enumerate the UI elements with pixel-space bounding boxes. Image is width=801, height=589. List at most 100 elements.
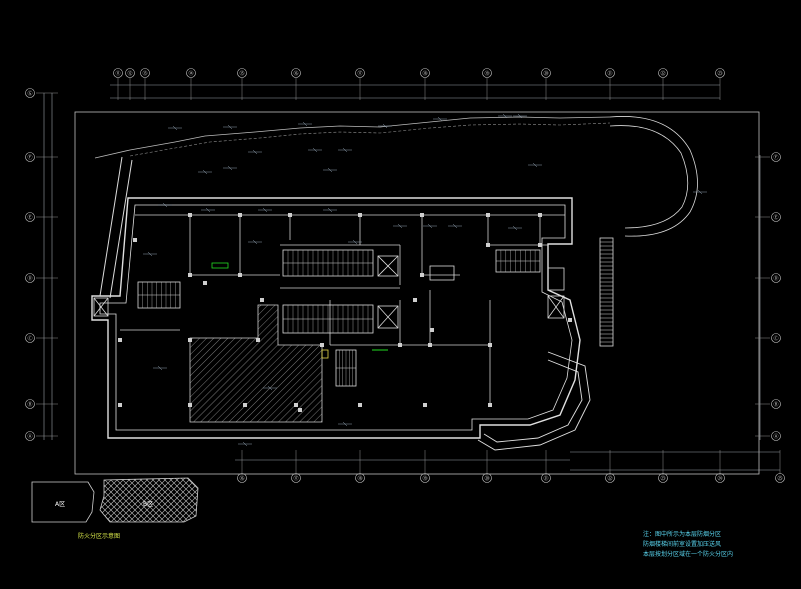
grid-bubble-top-label: ⑬	[142, 70, 147, 77]
grid-bubble-top-label: ⑳	[543, 70, 548, 77]
dimension-lines	[43, 84, 780, 471]
grid-bubble-left-label: Ⓑ	[27, 401, 32, 408]
grid-bubble-top-label: ⑰	[357, 70, 362, 77]
grid-bubble-top: ㉒	[658, 68, 668, 78]
grid-bubble-top: ⑯	[291, 68, 301, 78]
grid-bubble-right-label: Ⓕ	[773, 154, 778, 161]
grid-bubble-bottom-label: ㉕	[777, 475, 782, 482]
grid-bubble-top: ⑬	[140, 68, 150, 78]
grid-bubble-left-label: Ⓐ	[27, 433, 32, 440]
note-line-2: 防烟楼梯间前室设置加压送风	[643, 541, 722, 548]
external-stair-right	[599, 237, 614, 347]
grid-bubble-bottom-label: ⑲	[422, 475, 427, 482]
grid-bubble-left: Ⓐ	[25, 431, 35, 441]
grid-axes-bottom: ⑯ ⑰ ⑱ ⑲ ⑳ ㉑ ㉒ ㉓ ㉔ ㉕	[237, 450, 785, 483]
grid-bubble-bottom-label: ⑳	[484, 475, 489, 482]
grid-bubble-left-label: Ⓖ	[27, 90, 32, 97]
grid-bubble-top: ⑮	[237, 68, 247, 78]
site-boundary-north-2	[129, 122, 611, 157]
grid-bubble-top: ㉓	[715, 68, 725, 78]
grid-bubble-right-label: Ⓐ	[773, 433, 778, 440]
grid-bubble-bottom-label: ㉑	[543, 475, 548, 482]
legend-diagram	[31, 477, 199, 523]
grid-bubble-bottom: ㉑	[541, 473, 551, 483]
grid-axes-left: Ⓖ Ⓕ Ⓔ Ⓓ Ⓒ Ⓑ Ⓐ	[25, 88, 58, 441]
grid-bubble-bottom: ⑳	[482, 473, 492, 483]
structural-columns	[118, 213, 572, 412]
grid-bubble-right: Ⓐ	[771, 431, 781, 441]
grid-bubble-left: Ⓖ	[25, 88, 35, 98]
grid-bubble-top-label: ⑱	[422, 70, 427, 77]
legend-zone-b-label: B区	[143, 501, 154, 508]
grid-bubble-right: Ⓓ	[771, 273, 781, 283]
grid-bubble-right: Ⓒ	[771, 333, 781, 343]
legend-caption: 防火分区示意图	[78, 533, 121, 540]
grid-bubble-left-label: Ⓒ	[27, 335, 32, 342]
grid-bubble-bottom: ㉔	[715, 473, 725, 483]
grid-bubble-bottom: ⑯	[237, 473, 247, 483]
grid-bubble-left: Ⓓ	[25, 273, 35, 283]
grid-bubble-top-label: ⑫	[127, 70, 132, 77]
grid-bubble-bottom: ⑲	[420, 473, 430, 483]
grid-bubble-top-label: ⑲	[484, 70, 489, 77]
grid-bubble-bottom: ⑰	[291, 473, 301, 483]
marker-yellow	[321, 349, 329, 359]
elevators	[93, 255, 565, 329]
west-diagonal-wall	[99, 156, 133, 299]
note-line-1: 注：图中所示为本层防烟分区	[643, 531, 722, 538]
grid-bubble-top: ㉑	[605, 68, 615, 78]
grid-bubble-right: Ⓔ	[771, 212, 781, 222]
grid-bubble-bottom: ㉕	[775, 473, 785, 483]
site-boundary-north	[94, 116, 611, 159]
grid-bubble-top: ⑲	[482, 68, 492, 78]
grid-bubble-top: ⑳	[541, 68, 551, 78]
grid-bubble-left-label: Ⓓ	[27, 275, 32, 282]
grid-bubble-top-label: ⑪	[115, 70, 120, 77]
grid-bubble-left-label: Ⓕ	[27, 154, 32, 161]
grid-bubble-bottom-label: ㉒	[607, 475, 612, 482]
stair	[495, 249, 541, 273]
grid-bubble-right-label: Ⓒ	[773, 335, 778, 342]
grid-bubble-right: Ⓕ	[771, 152, 781, 162]
grid-bubble-top-label: ㉑	[607, 70, 612, 77]
grid-bubble-top: ⑪	[113, 68, 123, 78]
grid-bubble-bottom: ⑱	[355, 473, 365, 483]
grid-bubble-right-label: Ⓓ	[773, 275, 778, 282]
grid-bubble-top: ⑰	[355, 68, 365, 78]
stair-cores	[137, 249, 541, 387]
drawing-notes: 注：图中所示为本层防烟分区 防烟楼梯间前室设置加压送风 本层按划分区域在一个防火…	[643, 530, 733, 560]
grid-bubble-left: Ⓑ	[25, 399, 35, 409]
grid-bubble-top-label: ㉒	[660, 70, 665, 77]
grid-bubble-top: ⑭	[186, 68, 196, 78]
grid-axes-right: Ⓕ Ⓔ Ⓓ Ⓒ Ⓑ Ⓐ	[755, 152, 781, 441]
grid-bubble-top: ⑫	[125, 68, 135, 78]
grid-bubble-right: Ⓑ	[771, 399, 781, 409]
grid-bubble-right-label: Ⓔ	[773, 214, 778, 221]
grid-bubble-left: Ⓔ	[25, 212, 35, 222]
grid-bubble-top-label: ⑯	[293, 70, 298, 77]
stair	[335, 349, 357, 387]
grid-bubble-left: Ⓒ	[25, 333, 35, 343]
grid-bubble-top-label: ⑭	[188, 70, 193, 77]
grid-bubble-bottom: ㉓	[658, 473, 668, 483]
curved-bay	[477, 351, 591, 451]
grid-bubble-bottom-label: ⑯	[239, 475, 244, 482]
exit-sign-marks	[211, 262, 388, 351]
curved-ramp	[609, 116, 698, 237]
dimension-annotations	[143, 113, 707, 447]
grid-bubble-left: Ⓕ	[25, 152, 35, 162]
stair	[137, 281, 181, 309]
grid-bubble-bottom-label: ㉓	[660, 475, 665, 482]
note-line-3: 本层按划分区域在一个防火分区内	[643, 551, 734, 558]
grid-bubble-top-label: ⑮	[239, 70, 244, 77]
grid-bubble-bottom-label: ⑰	[293, 475, 298, 482]
grid-bubble-bottom-label: ㉔	[717, 475, 722, 482]
hatched-area-b	[189, 304, 323, 423]
stair	[282, 249, 374, 277]
grid-bubble-bottom: ㉒	[605, 473, 615, 483]
interior-walls	[120, 214, 565, 405]
drawing-frame	[74, 111, 760, 475]
stair	[282, 304, 374, 334]
